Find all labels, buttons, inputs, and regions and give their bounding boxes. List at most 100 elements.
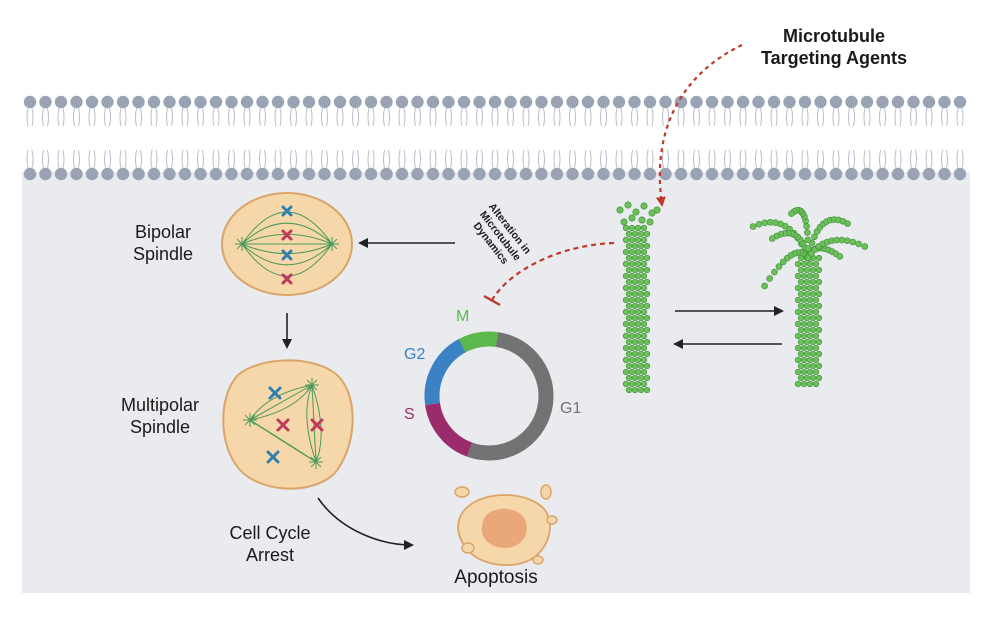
- protofilament-dimer: [811, 233, 818, 241]
- tubulin-dimer: [806, 320, 814, 328]
- tubulin-dimer: [806, 344, 814, 352]
- tubulin-dimer: [806, 356, 814, 364]
- lipid-tail: [584, 107, 592, 169]
- protofilament-dimer: [803, 222, 810, 230]
- lipid-head: [349, 167, 362, 181]
- lipid-head: [318, 167, 331, 181]
- lipid-tail: [491, 107, 499, 169]
- lipid-tail: [26, 107, 34, 169]
- lipid-head: [643, 167, 657, 181]
- lipid-head: [116, 95, 130, 109]
- tubulin-dimer: [809, 314, 817, 322]
- tubulin-dimer: [815, 290, 823, 298]
- lipid-head: [178, 167, 192, 181]
- centrosome-ray: [241, 238, 248, 245]
- tubulin-dimer: [631, 242, 639, 250]
- tubulin-dimer: [622, 368, 630, 376]
- tubulin-dimer: [628, 248, 636, 256]
- protofilament-dimer: [775, 263, 783, 270]
- protofilament-dimer: [761, 219, 769, 227]
- centrosome-ray: [315, 456, 322, 463]
- tubulin-dimer: [634, 296, 642, 304]
- lipid-tail: [786, 107, 793, 169]
- lipid-tail: [274, 107, 282, 169]
- tubulin-dimer: [637, 362, 645, 370]
- tubulin-dimer: [643, 374, 651, 382]
- lipid-head: [85, 95, 99, 109]
- tubulin-dimer: [637, 350, 645, 358]
- tubulin-dimer: [812, 356, 820, 364]
- tubulin-dimer: [622, 344, 630, 352]
- centrosome-ray: [244, 414, 251, 421]
- tubulin-dimer: [806, 308, 814, 316]
- lipid-head: [23, 95, 37, 109]
- lipid-tail: [476, 107, 483, 169]
- lipid-head: [566, 167, 579, 181]
- lipid-head: [736, 95, 750, 109]
- free-tubulin: [638, 216, 646, 224]
- lipid-head: [783, 167, 796, 181]
- lipid-head: [845, 95, 858, 109]
- lipid-head: [54, 95, 68, 109]
- lipid-head: [783, 95, 796, 109]
- lipid-head: [271, 95, 285, 109]
- lipid-tail: [367, 107, 375, 169]
- tubulin-dimer: [803, 362, 811, 370]
- phase-arc-s: [425, 402, 473, 457]
- lipid-tail: [181, 107, 189, 169]
- tubulin-dimer: [625, 374, 633, 382]
- tubulin-dimer: [800, 332, 808, 340]
- tubulin-dimer: [815, 350, 823, 358]
- lipid-head: [333, 167, 347, 181]
- tubulin-dimer: [625, 278, 633, 286]
- lipid-tail: [197, 107, 204, 169]
- tubulin-dimer: [634, 320, 642, 328]
- free-tubulin: [653, 206, 661, 214]
- tubulin-dimer: [794, 356, 802, 364]
- tubulin-dimer: [625, 290, 633, 298]
- lipid-tail: [538, 107, 545, 169]
- lipid-head: [240, 167, 254, 181]
- tubulin-dimer: [640, 272, 648, 280]
- tubulin-dimer: [628, 380, 636, 388]
- lipid-head: [85, 167, 99, 181]
- tubulin-dimer: [634, 344, 642, 352]
- lipid-tail: [73, 107, 80, 169]
- protofilament-dimer: [836, 253, 844, 260]
- protofilament-dimer: [804, 236, 812, 244]
- lipid-head: [860, 167, 874, 181]
- lipid-tail: [879, 107, 886, 169]
- lipid-tail: [398, 107, 406, 169]
- tubulin-dimer: [797, 374, 805, 382]
- tubulin-dimer: [809, 266, 817, 274]
- tubulin-dimer: [803, 350, 811, 358]
- centrosome-ray: [311, 379, 318, 386]
- tubulin-dimer: [809, 290, 817, 298]
- centrosome-ray: [310, 461, 317, 468]
- tubulin-dimer: [815, 374, 823, 382]
- lipid-head: [922, 95, 936, 109]
- tubulin-dimer: [634, 356, 642, 364]
- protofilament-dimer: [768, 235, 776, 242]
- centrosome-ray: [315, 461, 322, 468]
- tubulin-dimer: [815, 254, 823, 262]
- protofilament-dimer: [804, 229, 811, 236]
- apoptosis-label: Apoptosis: [454, 567, 538, 588]
- protofilament-dimer: [771, 268, 778, 276]
- lipid-head: [132, 167, 145, 181]
- cell-cycle-ring: [424, 331, 554, 461]
- centrosome-ray: [326, 243, 333, 250]
- tubulin-dimer: [628, 284, 636, 292]
- lipid-tail: [383, 107, 390, 169]
- lipid-head: [674, 95, 688, 109]
- centrosome-ray: [306, 379, 313, 386]
- lipid-head: [736, 167, 750, 181]
- lipid-head: [829, 95, 843, 109]
- tubulin-dimer: [634, 236, 642, 244]
- lipid-head: [302, 95, 316, 109]
- lipid-head: [581, 167, 595, 181]
- arrest-label-line1: Cell Cycle: [229, 523, 311, 543]
- lipid-head: [364, 95, 378, 109]
- lipid-head: [597, 167, 610, 181]
- lipid-head: [364, 167, 378, 181]
